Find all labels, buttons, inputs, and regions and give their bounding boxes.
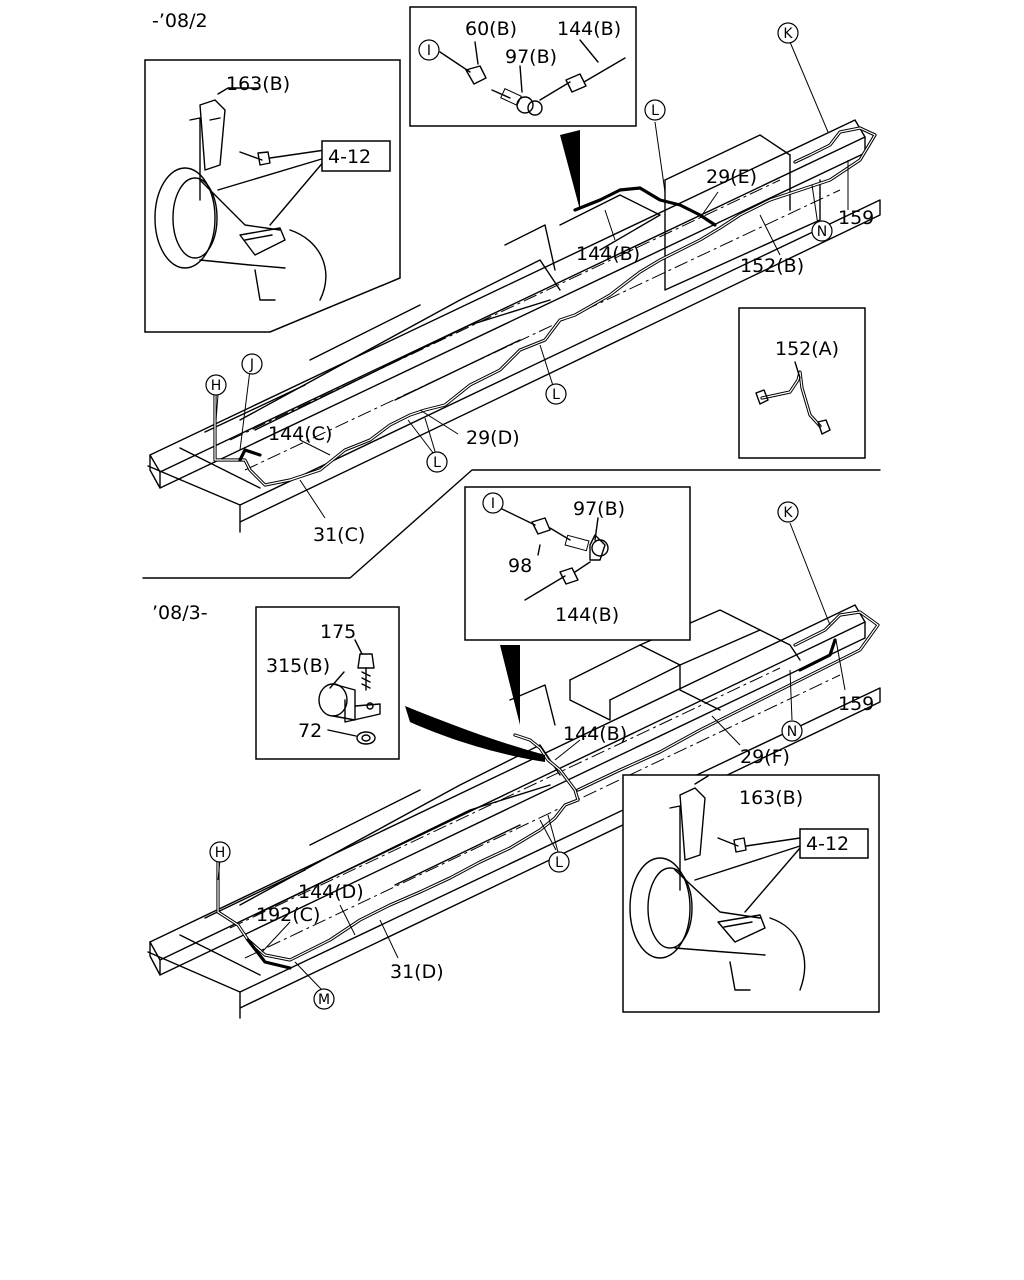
callout-192c: 192(C) [256,904,320,926]
circle-h: H [211,378,222,394]
circle-l: L [552,387,560,403]
lower-callouts: 97(B) 98 144(B) 175 315(B) 72 144(B) 159… [256,498,874,983]
callout-152a: 152(A) [775,338,839,360]
circle-l: L [433,455,441,471]
period-label-lower: ’08/3- [152,602,208,624]
lower-flange-parts [629,775,806,991]
callout-144b-mid: 144(B) [576,243,640,265]
callout-4-12: 4-12 [328,146,371,168]
lower-circle-refs: I K N H L M [209,492,803,1010]
lower-fitting-detail-box [464,486,691,641]
callout-175: 175 [320,621,356,643]
upper-flange-parts [154,87,327,301]
callout-98: 98 [508,555,532,577]
circle-l: L [651,103,659,119]
callout-29d: 29(D) [466,427,520,449]
circle-i: I [491,496,495,512]
upper-flange-detail-box [144,59,401,333]
lower-detail-pointer-left [405,706,545,762]
section-divider [142,469,881,579]
callout-159-lower: 159 [838,693,874,715]
callout-72: 72 [298,720,322,742]
circle-i: I [427,43,431,59]
upper-detail-pointer [560,130,580,210]
callout-4-12-lower: 4-12 [806,833,849,855]
callout-144d: 144(D) [298,881,364,903]
circle-n: N [817,224,827,240]
upper-circle-refs: I K L N L J H L [205,22,833,473]
pipe-152a-part [755,361,831,435]
upper-leaders [215,41,849,519]
callout-31c: 31(C) [313,524,365,546]
circle-k: K [783,505,793,521]
callout-159: 159 [838,207,874,229]
circle-n: N [787,724,797,740]
upper-fitting-parts [439,39,626,116]
lower-detail-pointer-top [500,645,520,725]
callout-144b-top: 144(B) [557,18,621,40]
callout-144b-lower-box: 144(B) [555,604,619,626]
callout-144b-lower: 144(B) [563,723,627,745]
lower-flange-detail-box [622,774,880,1013]
callout-144c: 144(C) [268,423,332,445]
callout-29f: 29(F) [740,746,790,768]
circle-l: L [555,855,563,871]
circle-k: K [783,26,793,42]
callout-60b: 60(B) [465,18,517,40]
circle-j: J [249,357,254,373]
circle-m: M [318,992,330,1008]
lower-clamp-parts [318,639,381,745]
callout-97b: 97(B) [505,46,557,68]
callout-163b: 163(B) [226,73,290,95]
upper-frame [147,119,881,533]
lower-leaders [217,522,846,991]
callout-152b: 152(B) [740,255,804,277]
upper-fitting-detail-box [409,6,637,127]
period-label-upper: -’08/2 [152,10,208,32]
callout-163b-lower: 163(B) [739,787,803,809]
circle-h: H [215,845,226,861]
upper-callouts: 60(B) 144(B) 97(B) 163(B) 4-12 29(E) 159… [226,18,874,546]
upper-brake-pipes [213,126,877,487]
callout-31d: 31(D) [390,961,444,983]
lower-clamp-detail-box [255,606,400,760]
callout-29e: 29(E) [706,166,757,188]
lower-fitting-parts [499,507,609,601]
callout-97b-lower: 97(B) [573,498,625,520]
callout-315b: 315(B) [266,655,330,677]
